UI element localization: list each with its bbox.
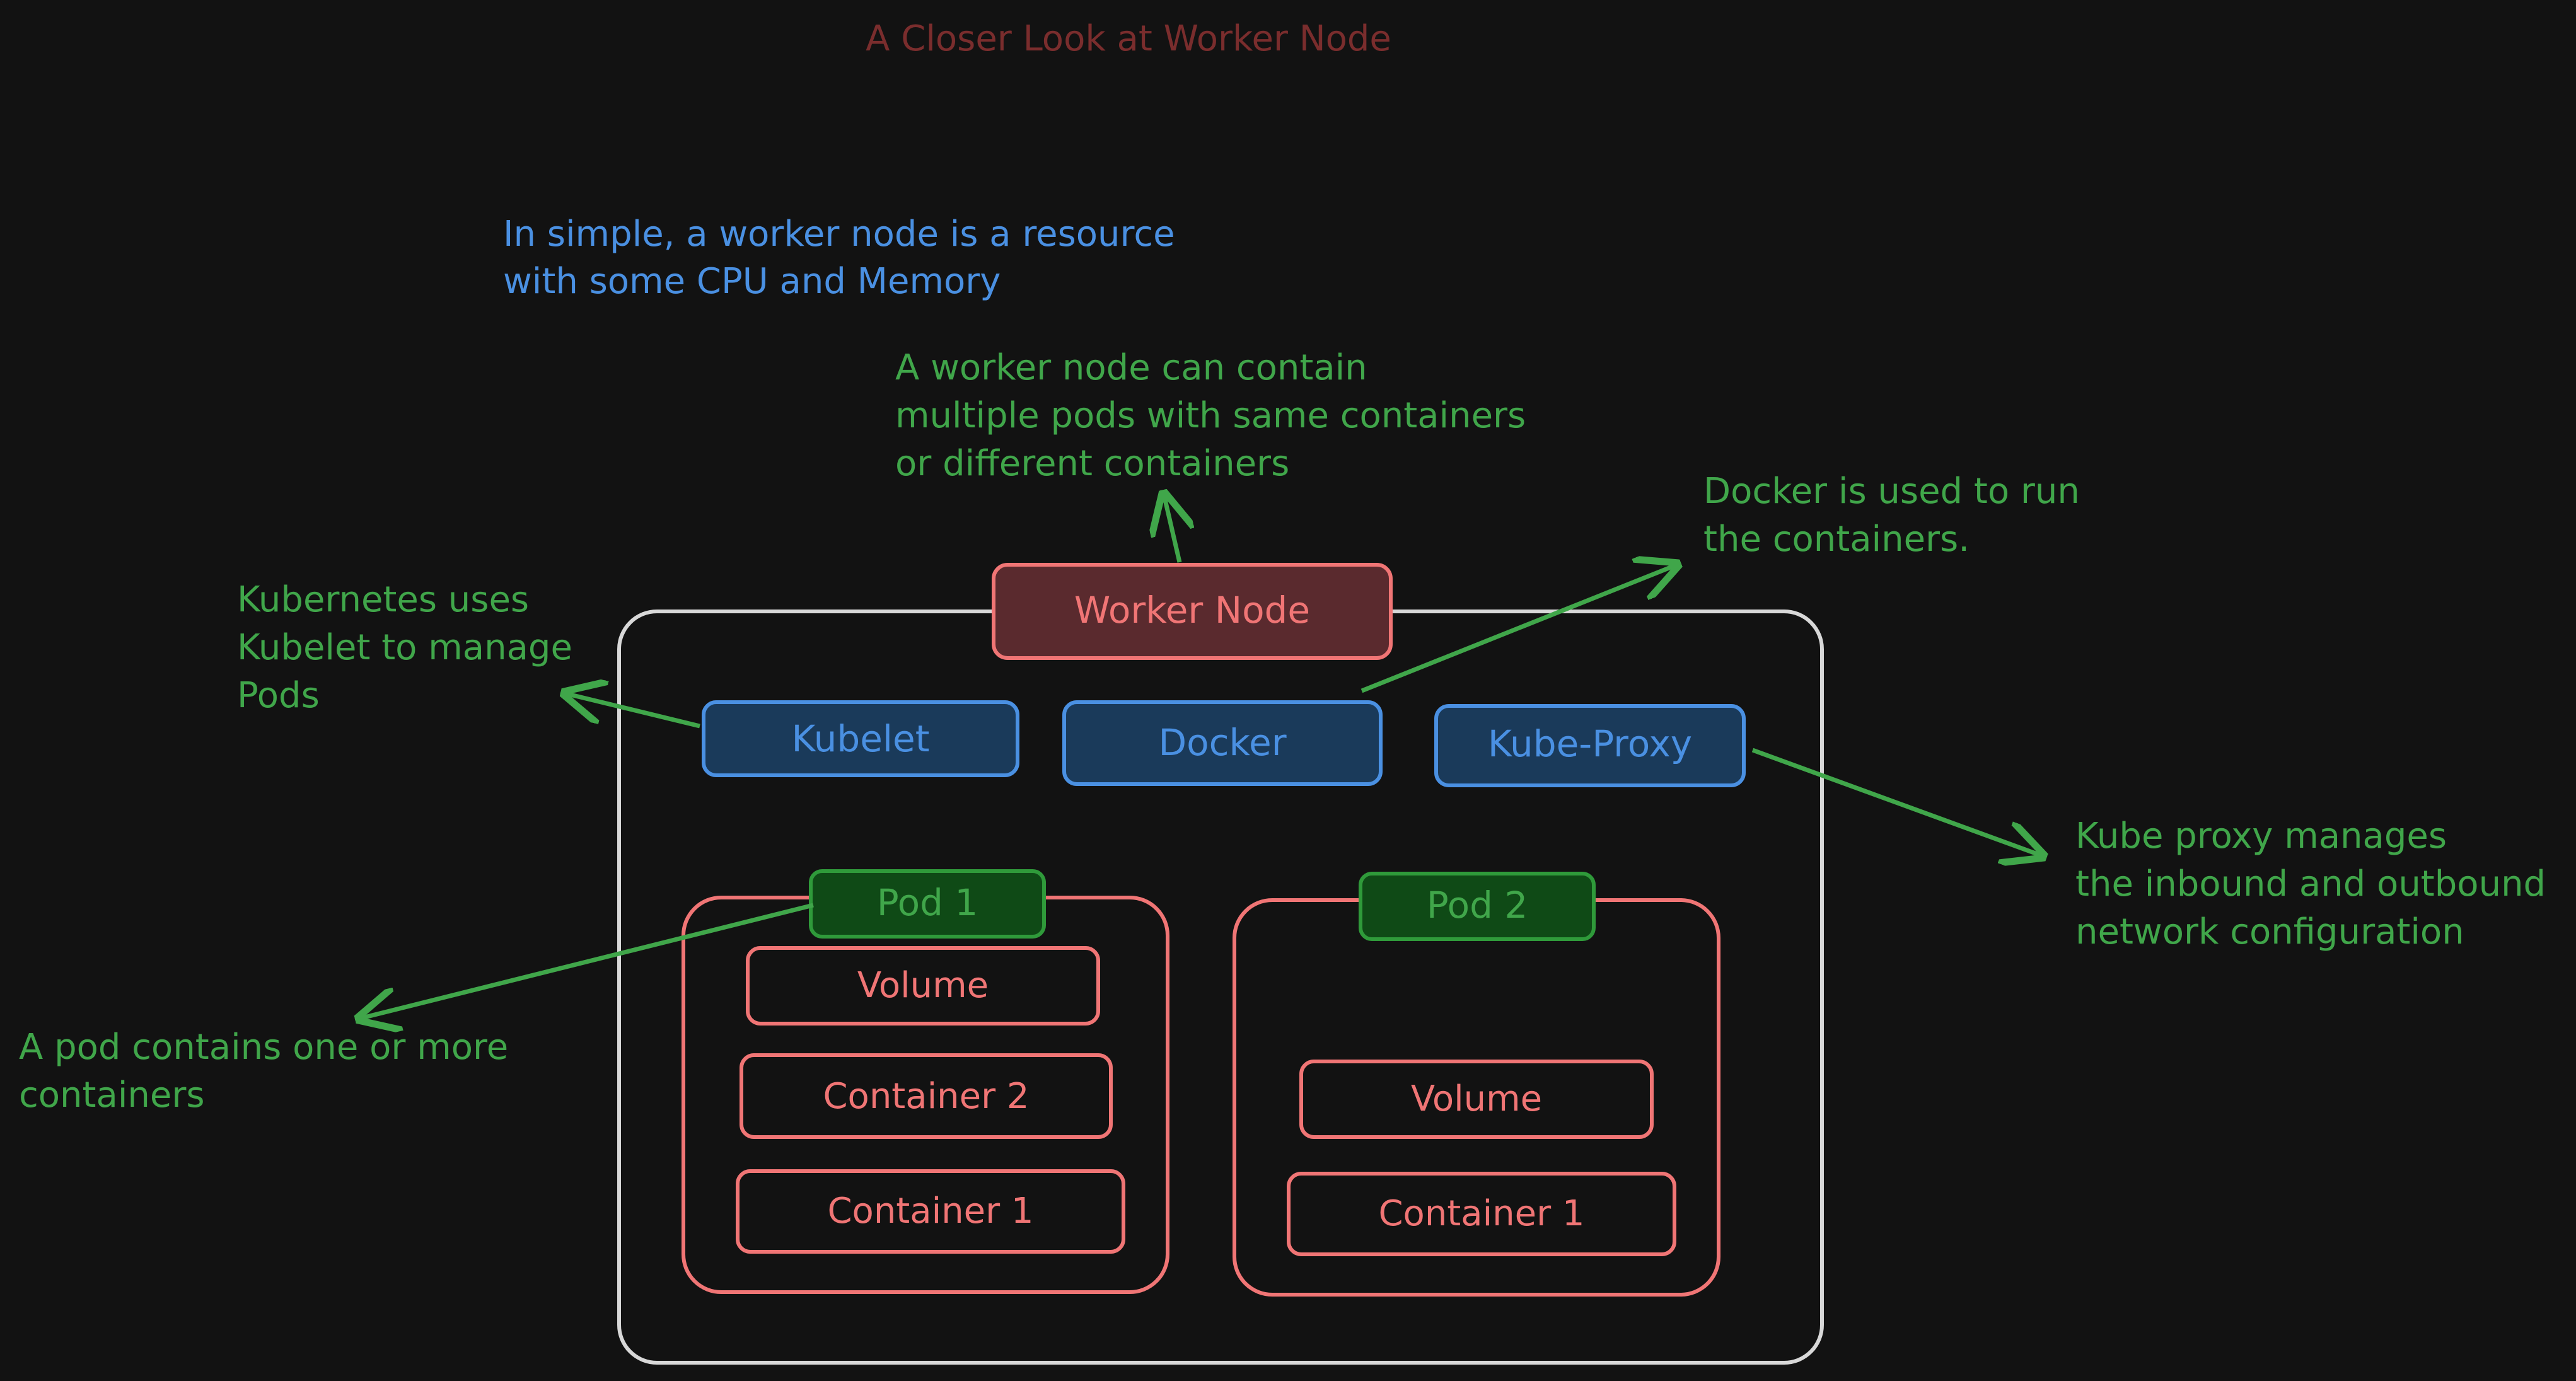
pod-1-volume-box: Volume — [746, 946, 1100, 1026]
note-cpu-memory: In simple, a worker node is a resource w… — [503, 214, 1186, 302]
pod-2-container-1-box: Container 1 — [1287, 1172, 1676, 1256]
pod-1-container-1-box: Container 1 — [736, 1169, 1125, 1254]
arrow-docker-to-note — [1361, 565, 1677, 693]
note-pods-line-3: or different containers — [895, 443, 1289, 484]
note-proxy: Kube proxy manages the inbound and outbo… — [2075, 816, 2557, 952]
note-pods-line-2: multiple pods with same containers — [895, 395, 1526, 436]
pod-1-label-box: Pod 1 — [809, 869, 1046, 939]
worker-node-label: Worker Node — [1074, 589, 1310, 632]
docker-box: Docker — [1062, 700, 1383, 786]
pod-2-label-box: Pod 2 — [1359, 872, 1596, 941]
note-docker-line-1: Docker is used to run — [1703, 471, 2080, 512]
kube-proxy-label: Kube-Proxy — [1488, 722, 1692, 765]
note-cpu-memory-line-1: In simple, a worker node is a resource — [503, 214, 1175, 255]
note-pod-line-2: containers — [19, 1075, 205, 1116]
pod-2-container-1-label: Container 1 — [1378, 1193, 1584, 1234]
note-pod: A pod contains one or more containers — [19, 1027, 519, 1116]
kubelet-label: Kubelet — [792, 717, 930, 760]
diagram-title: A Closer Look at Worker Node — [866, 18, 1391, 59]
kube-proxy-box: Kube-Proxy — [1434, 704, 1746, 787]
note-kubelet-line-1: Kubernetes uses — [237, 579, 529, 620]
arrow-kubelet-to-note — [565, 693, 700, 729]
note-docker: Docker is used to run the containers. — [1703, 471, 2091, 560]
note-kubelet-line-3: Pods — [237, 675, 320, 716]
kubelet-box: Kubelet — [702, 700, 1019, 777]
note-kubelet: Kubernetes uses Kubelet to manage Pods — [237, 579, 584, 716]
note-kubelet-line-2: Kubelet to manage — [237, 627, 572, 668]
note-pods-line-1: A worker node can contain — [895, 347, 1367, 388]
note-proxy-line-3: network configuration — [2075, 911, 2464, 952]
note-pods: A worker node can contain multiple pods … — [895, 347, 1537, 484]
arrow-pod-to-note — [359, 903, 814, 1019]
pod-2-volume-label: Volume — [1411, 1078, 1542, 1119]
arrow-proxy-to-note — [1751, 748, 2043, 856]
arrow-worker-to-pods-note — [1164, 494, 1180, 563]
note-proxy-line-1: Kube proxy manages — [2075, 816, 2447, 857]
docker-label: Docker — [1158, 721, 1286, 764]
note-docker-line-2: the containers. — [1703, 519, 1970, 560]
worker-node-label-box: Worker Node — [992, 563, 1393, 660]
pod-2-label: Pod 2 — [1427, 884, 1528, 927]
pod-1-container-2-box: Container 2 — [740, 1053, 1113, 1139]
pod-1-container-2-label: Container 2 — [823, 1076, 1029, 1117]
pod-1-container-1-label: Container 1 — [827, 1191, 1033, 1232]
pod-1-label: Pod 1 — [877, 881, 978, 924]
pod-1-volume-label: Volume — [857, 965, 989, 1006]
pod-2-volume-box: Volume — [1299, 1060, 1654, 1139]
note-cpu-memory-line-2: with some CPU and Memory — [503, 261, 1001, 302]
note-pod-line-1: A pod contains one or more — [19, 1027, 508, 1068]
note-proxy-line-2: the inbound and outbound — [2075, 864, 2546, 904]
